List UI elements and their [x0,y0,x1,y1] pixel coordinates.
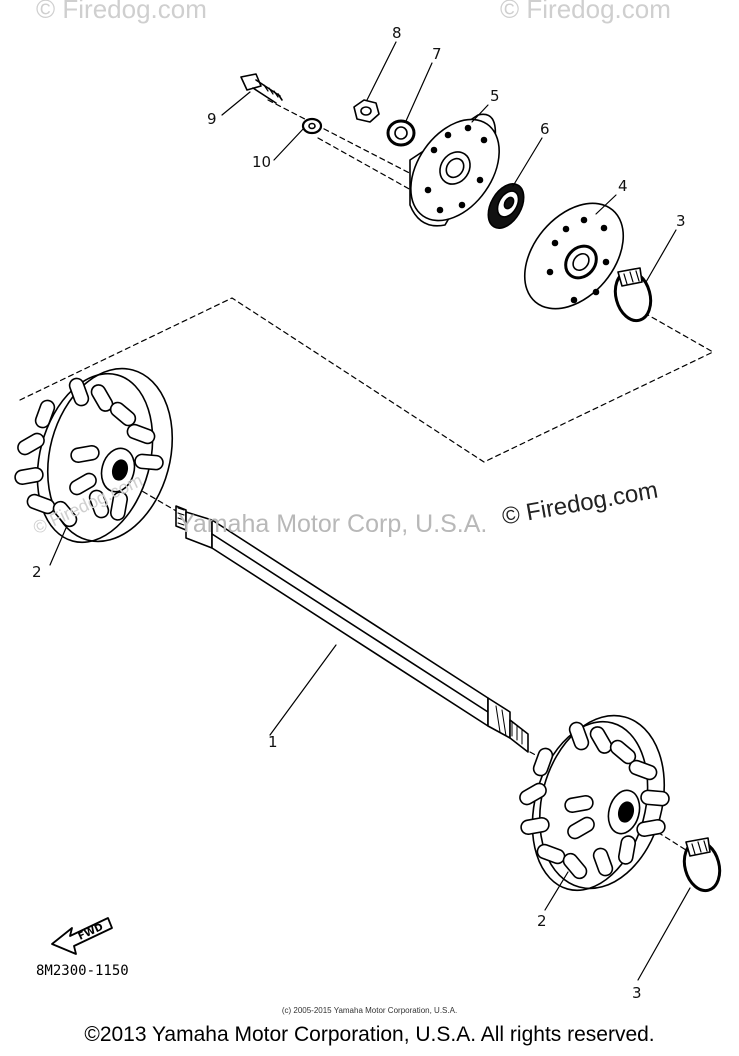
callout-8: 8 [392,24,402,42]
nut-part-8 [353,99,380,123]
sprocket-part-2-left [14,367,174,544]
callout-9: 9 [207,110,217,128]
callout-7: 7 [432,45,442,63]
callout-3-lower: 3 [632,984,642,1002]
small-copyright: (c) 2005-2015 Yamaha Motor Corporation, … [281,1006,458,1015]
bearing-housing-part-5 [409,113,500,227]
drive-shaft-part-1 [175,505,529,753]
washer-part-10 [301,117,323,135]
fwd-label: FWD [77,922,105,943]
sprocket-part-2-right [519,714,670,892]
callout-10: 10 [252,153,272,171]
callout-4: 4 [618,177,628,195]
clamp-part-3-lower [682,837,722,893]
callout-5: 5 [490,87,500,105]
leader-lines [49,41,691,981]
forward-arrow-icon: FWD [51,917,113,955]
clamp-part-3-upper [613,267,653,323]
callout-2-right: 2 [537,912,547,930]
watermark-top-left: © Firedog.com [36,0,207,24]
callout-1: 1 [268,733,278,751]
flange-part-4 [523,202,625,310]
callout-3-upper: 3 [676,212,686,230]
bolt-part-9 [240,73,283,104]
footer-copyright: ©2013 Yamaha Motor Corporation, U.S.A. A… [84,1023,655,1046]
bearing-part-6 [487,183,525,229]
watermark-center-text: Yamaha Motor Corp, U.S.A. [178,510,488,538]
watermark-top-right: © Firedog.com [500,0,671,24]
callout-6: 6 [540,120,550,138]
lock-washer-part-7 [386,119,416,147]
document-code: 8M2300-1150 [36,963,129,979]
callout-2-left: 2 [32,563,42,581]
